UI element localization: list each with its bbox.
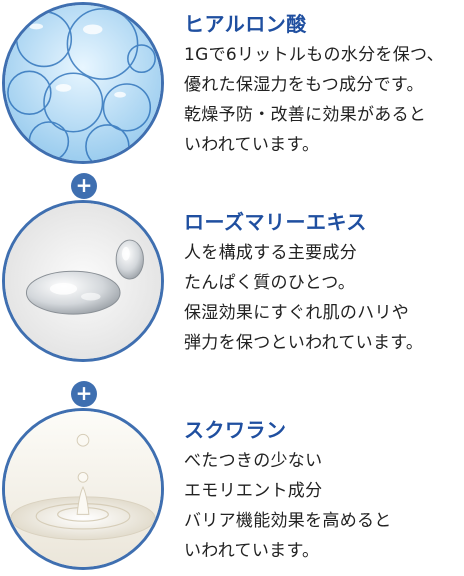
ingredient-item-rosemary: ローズマリーエキス 人を構成する主要成分 たんぱく質のひとつ。 保湿効果にすぐれ… (0, 198, 464, 368)
description-line: バリア機能効果を高めると (184, 511, 392, 531)
ingredient-title: ローズマリーエキス (184, 210, 367, 234)
ingredient-description: 人を構成する主要成分 たんぱく質のひとつ。 保湿効果にすぐれ肌のハリや 弾力を保… (184, 238, 462, 358)
ingredient-title: スクワラン (184, 418, 287, 442)
ingredient-item-squalane: スクワラン べたつきの少ない エモリエント成分 バリア機能効果を高めると いわれ… (0, 406, 464, 576)
gel-droplets-image (2, 200, 164, 362)
description-line: 弾力を保つといわれています。 (184, 333, 424, 353)
water-bubbles-image (2, 2, 164, 164)
plus-icon: + (71, 381, 97, 407)
description-line: 保湿効果にすぐれ肌のハリや (184, 303, 410, 323)
ingredient-title: ヒアルロン酸 (184, 12, 307, 36)
plus-icon: + (71, 173, 97, 199)
ingredient-description: べたつきの少ない エモリエント成分 バリア機能効果を高めると いわれています。 (184, 446, 462, 566)
ingredient-description: 1Gで6リットルもの水分を保つ、 優れた保湿力をもつ成分です。 乾燥予防・改善に… (184, 40, 462, 160)
description-line: 人を構成する主要成分 (184, 243, 357, 263)
description-line: たんぱく質のひとつ。 (184, 273, 356, 293)
description-line: 1Gで6リットルもの水分を保つ、 (184, 45, 444, 65)
description-line: いわれています。 (184, 135, 320, 155)
description-line: べたつきの少ない (184, 451, 323, 471)
ingredient-item-hyaluronic: ヒアルロン酸 1Gで6リットルもの水分を保つ、 優れた保湿力をもつ成分です。 乾… (0, 0, 464, 170)
description-line: 乾燥予防・改善に効果があると (184, 105, 427, 125)
milk-splash-image (2, 408, 164, 570)
description-line: 優れた保湿力をもつ成分です。 (184, 75, 424, 95)
description-line: いわれています。 (184, 541, 320, 561)
description-line: エモリエント成分 (184, 481, 323, 501)
